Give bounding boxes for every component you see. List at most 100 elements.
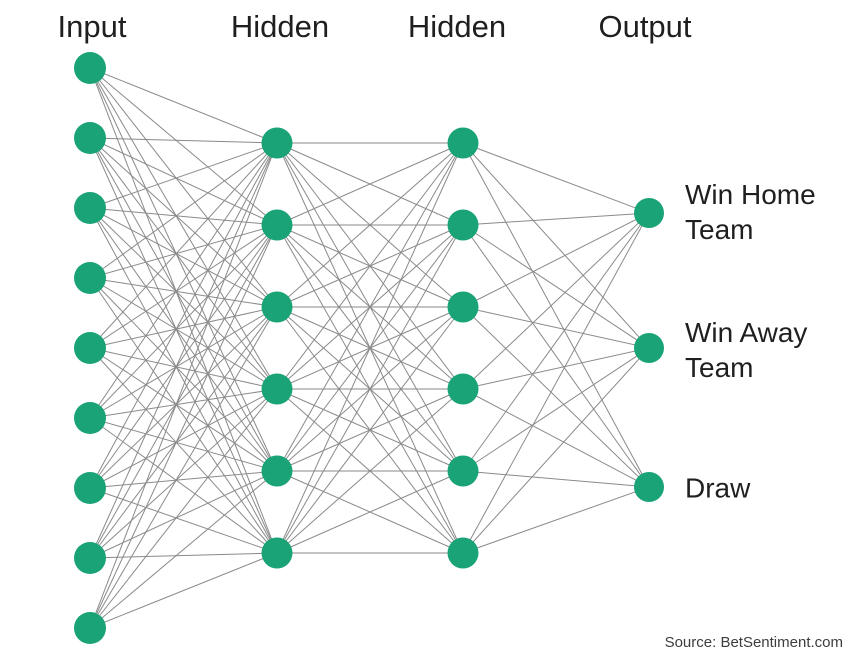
- connection-line: [462, 347, 650, 472]
- source-credit: Source: BetSentiment.com: [664, 634, 843, 651]
- connection-line: [89, 306, 278, 349]
- connection-line: [89, 67, 278, 226]
- connection-line: [89, 142, 278, 419]
- connection-line: [89, 417, 278, 554]
- connection-line: [89, 277, 278, 554]
- connection-line: [89, 207, 278, 554]
- input-node: [74, 192, 106, 224]
- connection-line: [89, 67, 278, 472]
- connection-line: [89, 552, 278, 629]
- connection-line: [89, 137, 278, 144]
- column-header-hidden-2: Hidden: [407, 9, 507, 44]
- connection-line: [462, 212, 650, 554]
- input-node: [74, 52, 106, 84]
- connection-line: [89, 137, 278, 554]
- connection-line: [89, 417, 278, 472]
- connection-line: [89, 470, 278, 629]
- connection-line: [462, 142, 650, 349]
- connection-line: [276, 142, 464, 308]
- connection-line: [89, 306, 278, 629]
- hidden-1-node: [261, 373, 293, 405]
- output-node: [634, 198, 664, 228]
- input-node: [74, 402, 106, 434]
- output-label-2: Draw: [685, 472, 751, 504]
- hidden-2-node: [447, 127, 479, 159]
- connection-line: [89, 207, 278, 390]
- connection-line: [462, 347, 650, 390]
- connection-line: [89, 224, 278, 489]
- connection-line: [462, 486, 650, 554]
- output-node: [634, 333, 664, 363]
- connection-line: [462, 142, 650, 214]
- connection-line: [89, 224, 278, 349]
- connection-line: [89, 137, 278, 226]
- column-header-output: Output: [598, 9, 692, 44]
- connection-line: [89, 224, 278, 279]
- connection-line: [462, 388, 650, 488]
- connection-line: [276, 470, 464, 554]
- connection-line: [462, 212, 650, 226]
- connection-line: [89, 470, 278, 559]
- connection-line: [89, 67, 278, 308]
- connection-line: [276, 142, 464, 226]
- connection-line: [89, 388, 278, 419]
- hidden-2-node: [447, 209, 479, 241]
- connection-line: [462, 212, 650, 308]
- connection-line: [89, 347, 278, 554]
- connection-line: [89, 137, 278, 472]
- connection-line: [276, 306, 464, 554]
- connection-line: [276, 142, 464, 554]
- connection-line: [89, 67, 278, 554]
- connection-line: [89, 207, 278, 308]
- connection-line: [276, 224, 464, 554]
- connection-line: [462, 212, 650, 390]
- connection-line: [89, 207, 278, 472]
- hidden-2-node: [447, 455, 479, 487]
- connection-line: [89, 470, 278, 489]
- connection-line: [276, 388, 464, 554]
- hidden-1-node: [261, 537, 293, 569]
- connection-line: [89, 224, 278, 419]
- connection-line: [89, 306, 278, 489]
- connection-line: [89, 277, 278, 472]
- connection-line: [89, 142, 278, 629]
- connection-line: [89, 137, 278, 390]
- input-node: [74, 262, 106, 294]
- connection-line: [89, 142, 278, 559]
- connection-line: [89, 137, 278, 308]
- connection-line: [89, 142, 278, 349]
- input-node: [74, 612, 106, 644]
- connection-line: [89, 142, 278, 209]
- connection-line: [462, 306, 650, 488]
- connection-line: [89, 306, 278, 419]
- hidden-1-node: [261, 127, 293, 159]
- connection-line: [462, 347, 650, 554]
- input-node: [74, 542, 106, 574]
- connection-line: [89, 388, 278, 629]
- hidden-1-node: [261, 455, 293, 487]
- connection-line: [89, 487, 278, 554]
- connection-line: [89, 347, 278, 390]
- connection-line: [89, 347, 278, 472]
- connection-line: [89, 306, 278, 559]
- input-node: [74, 472, 106, 504]
- input-node: [74, 332, 106, 364]
- hidden-2-node: [447, 373, 479, 405]
- hidden-1-node: [261, 291, 293, 323]
- connection-line: [89, 224, 278, 629]
- hidden-2-node: [447, 537, 479, 569]
- connection-line: [462, 306, 650, 349]
- output-label-0: Win Home Team: [685, 179, 816, 245]
- hidden-2-node: [447, 291, 479, 323]
- connection-line: [89, 67, 278, 144]
- connection-line: [89, 388, 278, 559]
- connection-line: [89, 67, 278, 390]
- connection-line: [89, 224, 278, 559]
- connection-line: [462, 142, 650, 488]
- connection-line: [276, 142, 464, 472]
- input-node: [74, 122, 106, 154]
- connection-line: [89, 277, 278, 308]
- output-label-1: Win Away Team: [685, 317, 808, 383]
